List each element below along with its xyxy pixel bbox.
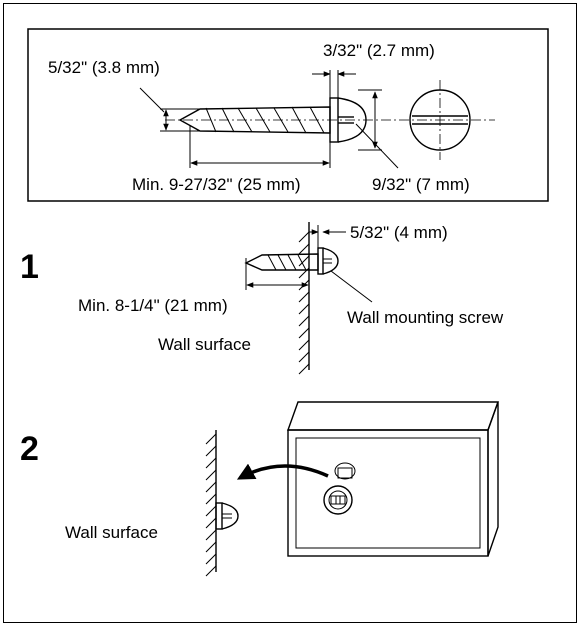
device-box-icon (287, 401, 499, 557)
protrusion-dimension (309, 225, 346, 248)
screw-side-icon (165, 97, 495, 143)
min-embed-label: Min. 8-1/4" (21 mm) (78, 296, 228, 315)
head-thickness-dimension (312, 70, 356, 98)
wall-hatch-icon (205, 430, 217, 577)
head-thickness-label: 3/32" (2.7 mm) (323, 41, 435, 60)
head-diameter-label: 9/32" (7 mm) (372, 175, 470, 194)
wall-surface-label-1: Wall surface (158, 335, 251, 354)
protrusion-label: 5/32" (4 mm) (350, 223, 448, 242)
arrow-icon (236, 463, 329, 480)
shank-diameter-label: 5/32" (3.8 mm) (48, 58, 160, 77)
wall-screw-label: Wall mounting screw (347, 308, 504, 327)
min-length-label: Min. 9-27/32" (25 mm) (132, 175, 301, 194)
head-diameter-dimension (355, 89, 399, 169)
wall-hatch-icon (298, 222, 310, 375)
wall-screw-icon (244, 247, 339, 275)
min-length-dimension (189, 125, 331, 168)
step-2-number: 2 (20, 430, 39, 468)
wall-surface-label-2: Wall surface (65, 523, 158, 542)
screw-spec-panel (27, 28, 549, 202)
step-1-number: 1 (20, 248, 39, 286)
embed-dimension (245, 258, 310, 290)
protruding-screw-head-icon (215, 502, 239, 530)
mounting-diagram: 3/32" (2.7 mm) 5/32" (3.8 mm) Min. 9-27/… (20, 28, 549, 577)
shank-diameter-dimension (139, 87, 200, 132)
screw-head-icon (409, 80, 471, 160)
screw-callout-line (330, 270, 373, 303)
